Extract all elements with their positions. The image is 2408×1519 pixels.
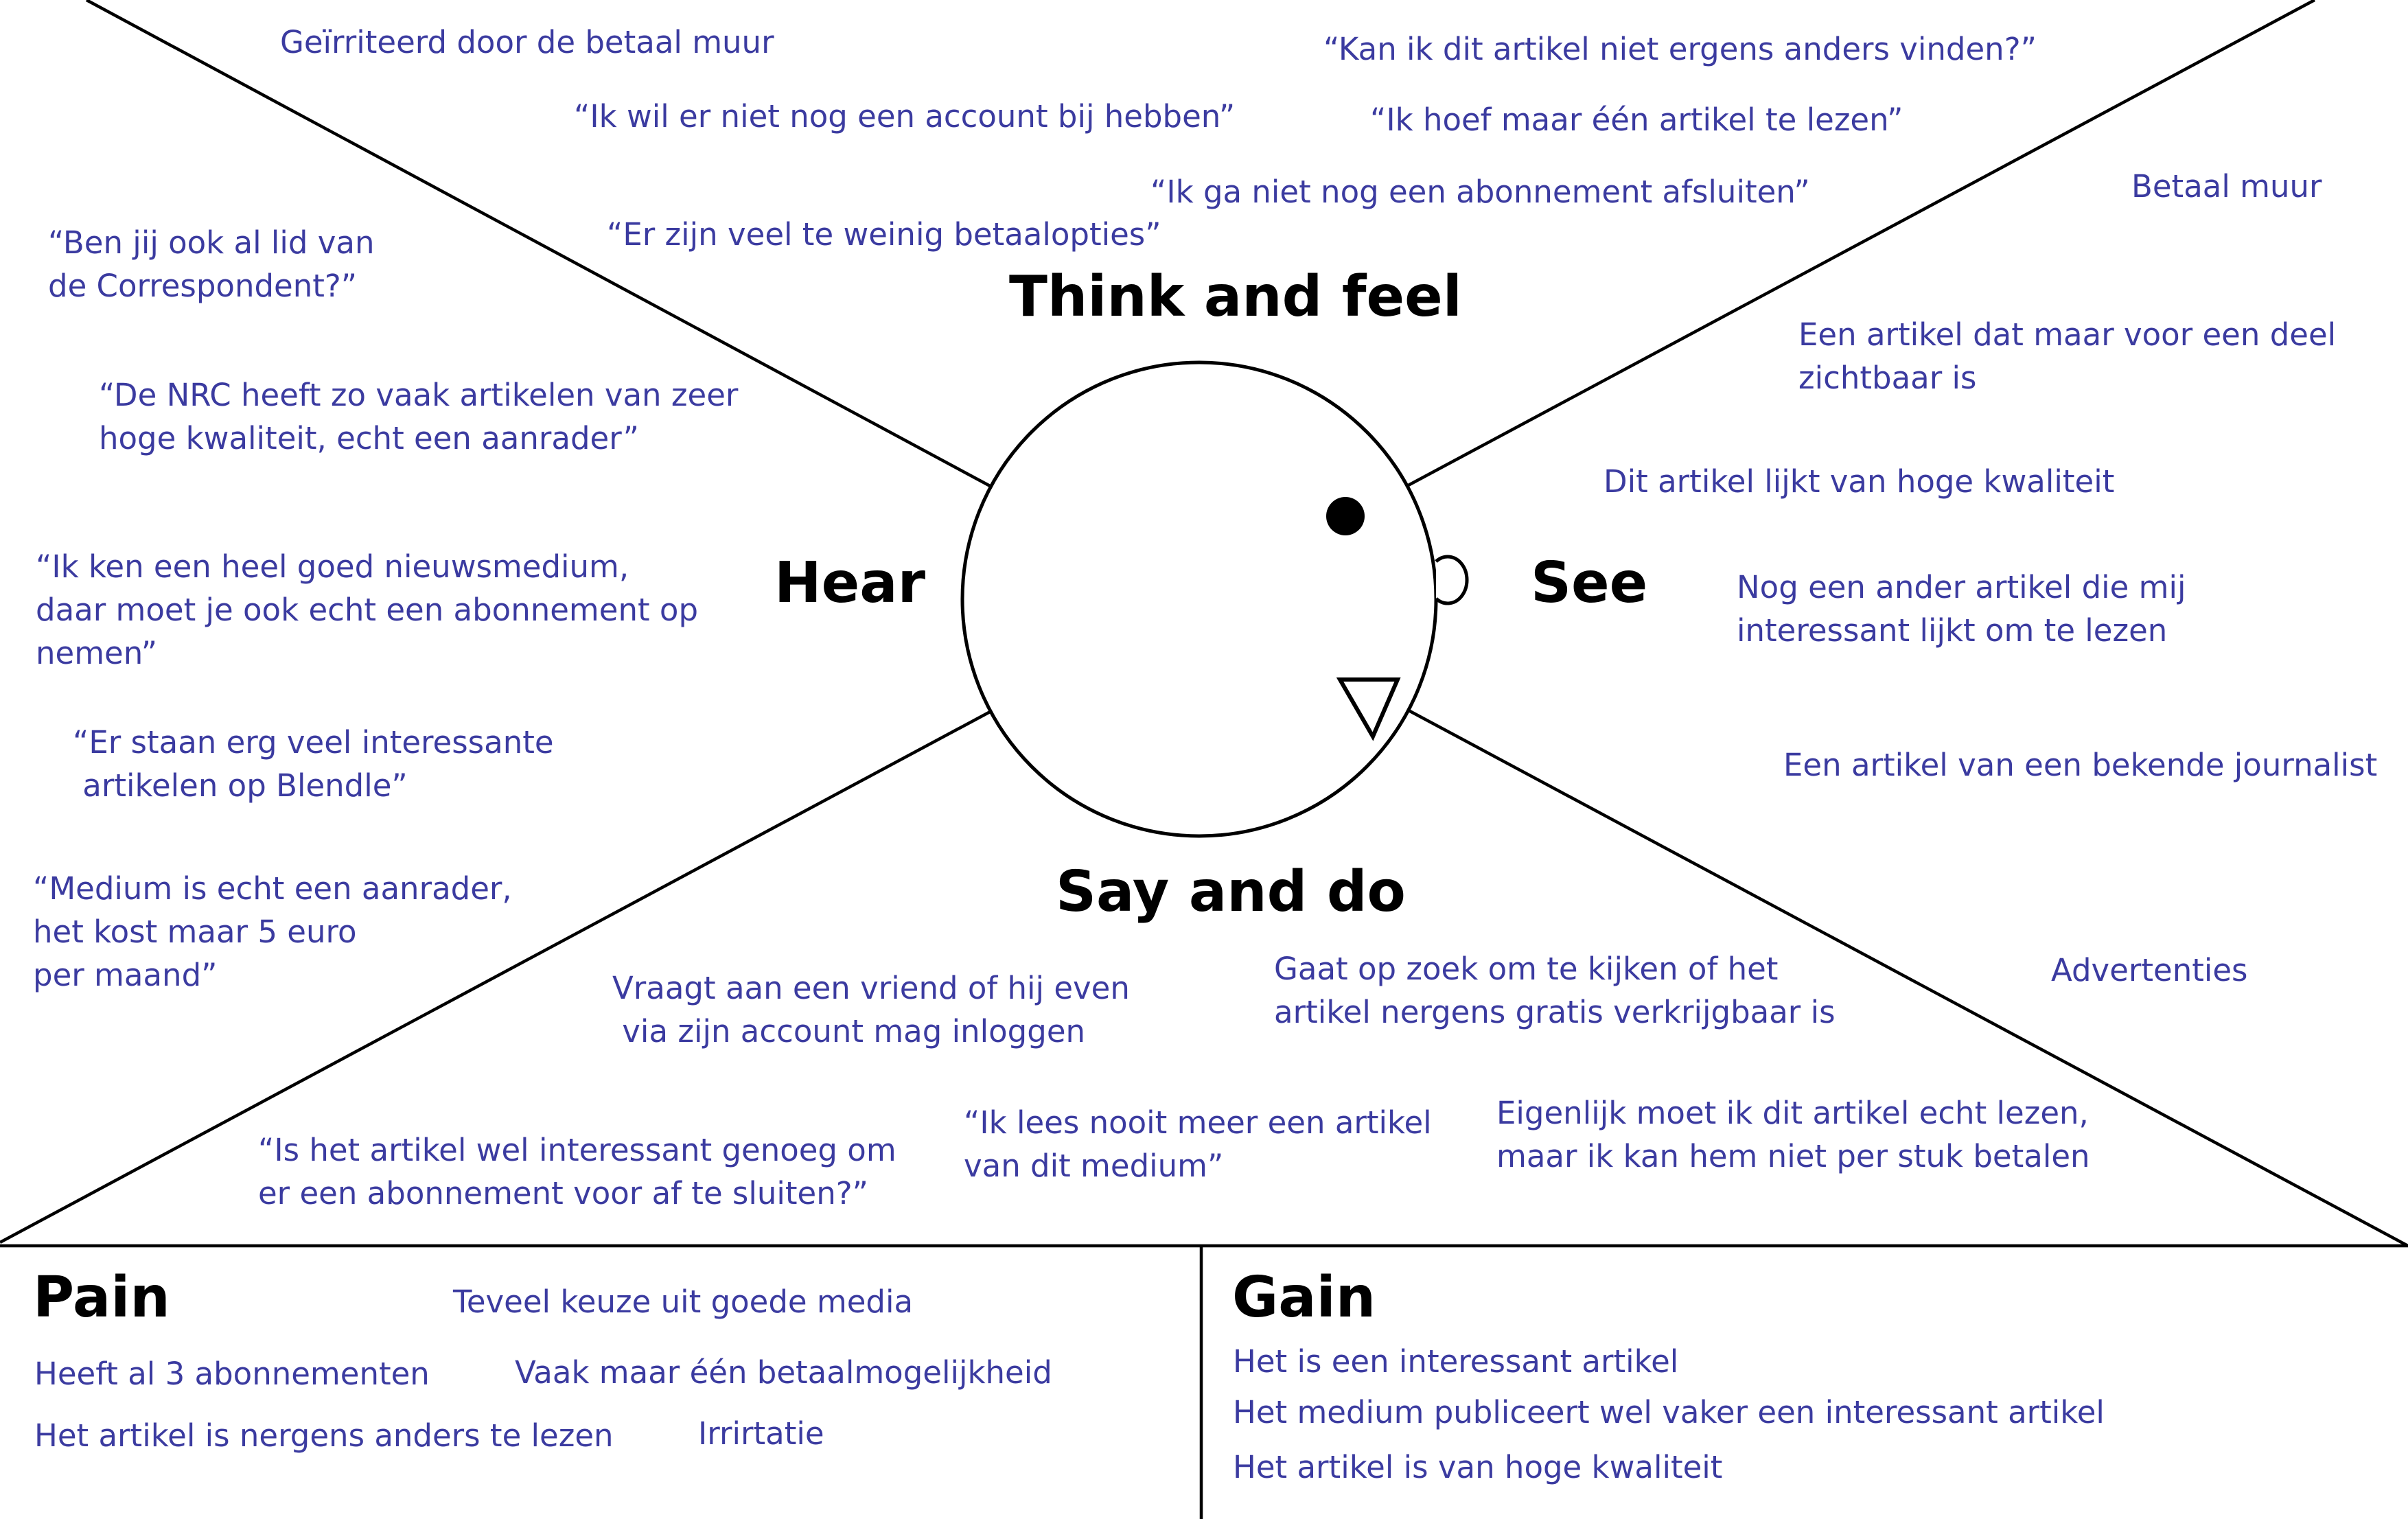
see-note: Advertenties <box>2051 952 2248 988</box>
hear-note: “Ben jij ook al lid van de Correspondent… <box>48 224 375 304</box>
pain-note: Teveel keuze uit goede media <box>453 1284 914 1320</box>
hear-heading: Hear <box>774 550 926 616</box>
think-note: “Ik ga niet nog een abonnement afsluiten… <box>1150 174 1810 210</box>
pain-note: Het artikel is nergens anders te lezen <box>34 1417 614 1454</box>
think-note: “Ik wil er niet nog een account bij hebb… <box>574 98 1236 135</box>
say-note: Vraagt aan een vriend of hij even via zi… <box>612 970 1130 1050</box>
gain-note: Het is een interessant artikel <box>1233 1343 1679 1380</box>
see-heading: See <box>1531 550 1648 616</box>
say-note: Eigenlijk moet ik dit artikel echt lezen… <box>1496 1095 2090 1174</box>
see-note: Een artikel dat maar voor een deel zicht… <box>1798 316 2337 396</box>
see-note: Nog een ander artikel die mij interessan… <box>1737 569 2186 649</box>
hear-note: “Ik ken een heel goed nieuwsmedium, daar… <box>36 548 699 671</box>
think-note: “Ik hoef maar één artikel te lezen” <box>1370 102 1903 138</box>
say-note: “Ik lees nooit meer een artikel van dit … <box>964 1104 1432 1184</box>
hear-note: “Er staan erg veel interessante artikele… <box>73 724 554 804</box>
divider-top-right <box>1403 0 2316 489</box>
pain-note: Vaak maar één betaalmogelijkheid <box>515 1354 1052 1391</box>
say-note: Gaat op zoek om te kijken of het artikel… <box>1274 951 1836 1030</box>
divider-bottom-right <box>1407 709 2408 1247</box>
see-note: Een artikel van een bekende journalist <box>1783 747 2378 783</box>
head-circle-icon <box>960 360 1438 838</box>
hear-note: “Medium is echt een aanrader, het kost m… <box>33 870 512 993</box>
say-note: “Is het artikel wel interessant genoeg o… <box>258 1132 896 1211</box>
hear-note: “De NRC heeft zo vaak artikelen van zeer… <box>99 377 739 456</box>
think-note: “Er zijn veel te weinig betaalopties” <box>607 216 1161 253</box>
gain-note: Het artikel is van hoge kwaliteit <box>1233 1449 1723 1485</box>
divider-top-left <box>85 0 994 489</box>
gain-note: Het medium publiceert wel vaker een inte… <box>1233 1394 2105 1430</box>
pain-note: Heeft al 3 abonnementen <box>34 1356 430 1392</box>
think-note: Geïrriteerd door de betaal muur <box>280 24 774 60</box>
see-note: Betaal muur <box>2131 168 2322 205</box>
see-note: Dit artikel lijkt van hoge kwaliteit <box>1604 463 2115 500</box>
head-icon-group <box>960 360 1469 838</box>
gain-heading: Gain <box>1232 1265 1376 1330</box>
pain-note: Irrirtatie <box>698 1415 824 1452</box>
divider-bottom-left <box>0 709 994 1244</box>
think-note: “Kan ik dit artikel niet ergens anders v… <box>1323 31 2037 67</box>
pain-heading: Pain <box>33 1265 170 1330</box>
say-and-do-heading: Say and do <box>1056 859 1406 925</box>
mouth-triangle-icon <box>1336 677 1401 741</box>
ear-arc-icon <box>1435 555 1469 605</box>
eye-dot-icon <box>1326 497 1365 535</box>
think-and-feel-heading: Think and feel <box>1009 264 1462 329</box>
